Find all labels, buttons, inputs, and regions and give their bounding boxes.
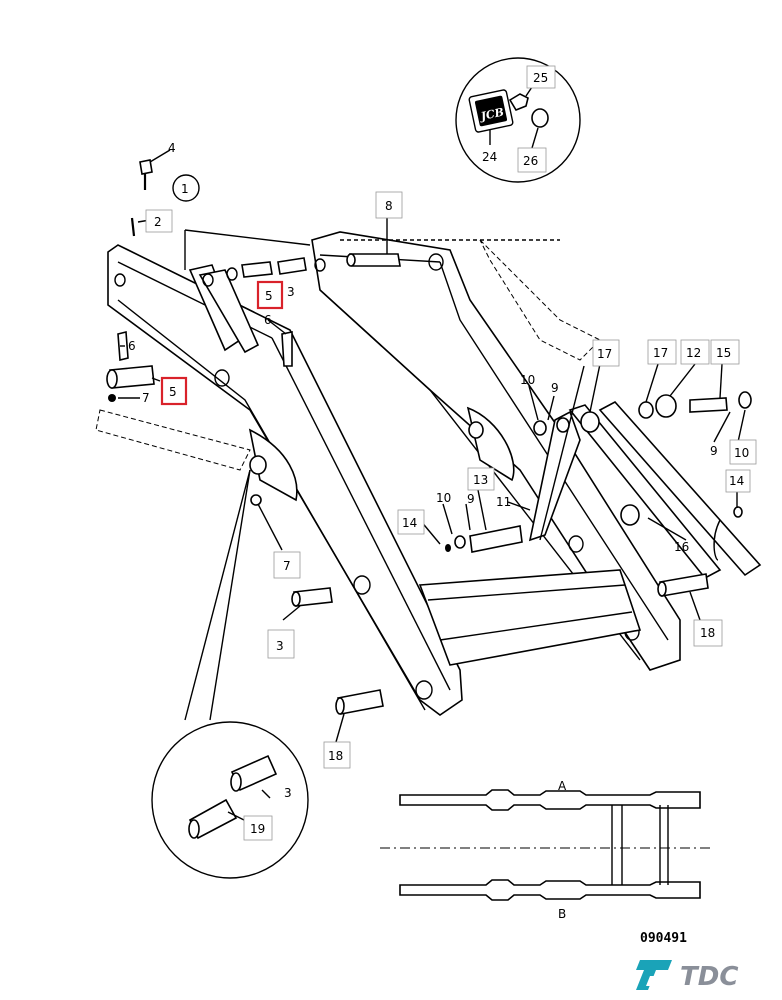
- callout-1: 1: [181, 182, 189, 196]
- callout-15: 15: [716, 346, 731, 360]
- jcb-badge: [474, 95, 508, 127]
- callout-25: 25: [533, 71, 548, 85]
- tdc-logo-text: TDC: [680, 962, 738, 992]
- callout-17-a: 17: [597, 347, 612, 361]
- pins: [106, 159, 752, 715]
- callout-6-right: 6: [264, 313, 272, 327]
- callout-6-left: 6: [128, 339, 136, 353]
- callout-10-c: 10: [734, 446, 749, 460]
- callout-5-upper: 5: [265, 289, 273, 303]
- callout-2: 2: [154, 215, 162, 229]
- callout-12: 12: [686, 346, 701, 360]
- boom-left-arm: [107, 244, 463, 716]
- callout-14-left: 14: [402, 516, 417, 530]
- callout-10-a: 10: [520, 373, 535, 387]
- boom-right-arm: [311, 231, 681, 671]
- callout-18-right: 18: [700, 626, 715, 640]
- callout-26: 26: [523, 154, 538, 168]
- tdc-logo-icon: [636, 960, 672, 990]
- ram-dashed: [95, 239, 601, 471]
- callout-circle-1: [172, 174, 200, 202]
- callout-3-lower: 3: [276, 639, 284, 653]
- callouts: 1 2 3 3 3 4 5 5 6 6 7 7 8 9 9 9 10 10 10…: [128, 65, 757, 841]
- inset-bottom: [151, 469, 309, 879]
- callout-9-c: 9: [710, 444, 718, 458]
- callout-11: 11: [496, 495, 511, 509]
- callout-14-right: 14: [729, 474, 744, 488]
- callout-17-b: 17: [653, 346, 668, 360]
- callout-18-left: 18: [328, 749, 343, 763]
- callout-5-highlight-upper: [256, 280, 284, 310]
- callout-7-left: 7: [142, 391, 150, 405]
- callout-3-upper: 3: [287, 285, 295, 299]
- callout-24: 24: [482, 150, 497, 164]
- linkage-16: [568, 400, 762, 580]
- callout-9-b: 9: [467, 492, 475, 506]
- section-diagram: A B: [380, 779, 712, 921]
- callout-16: 16: [674, 540, 689, 554]
- section-label-b: B: [558, 907, 566, 921]
- callout-5-highlight-lower: [160, 376, 188, 406]
- leaders: [118, 149, 746, 823]
- jcb-text: JCB: [478, 106, 505, 124]
- callout-8: 8: [385, 199, 393, 213]
- callout-7-lower: 7: [283, 559, 291, 573]
- inset-top: JCB: [455, 57, 581, 183]
- cap-icon: [531, 108, 549, 128]
- callout-19: 19: [250, 822, 265, 836]
- callout-4: 4: [168, 141, 176, 155]
- callout-5-lower: 5: [169, 385, 177, 399]
- callout-3-inset: 3: [284, 786, 292, 800]
- rivet-icon: [508, 93, 529, 111]
- section-label-a: A: [558, 779, 567, 793]
- callout-10-b: 10: [436, 491, 451, 505]
- callout-13: 13: [473, 473, 488, 487]
- diagram-code: 090491: [640, 931, 687, 946]
- tdc-logo: TDC: [636, 960, 738, 992]
- callout-9-a: 9: [551, 381, 559, 395]
- cross-beam: [418, 569, 642, 666]
